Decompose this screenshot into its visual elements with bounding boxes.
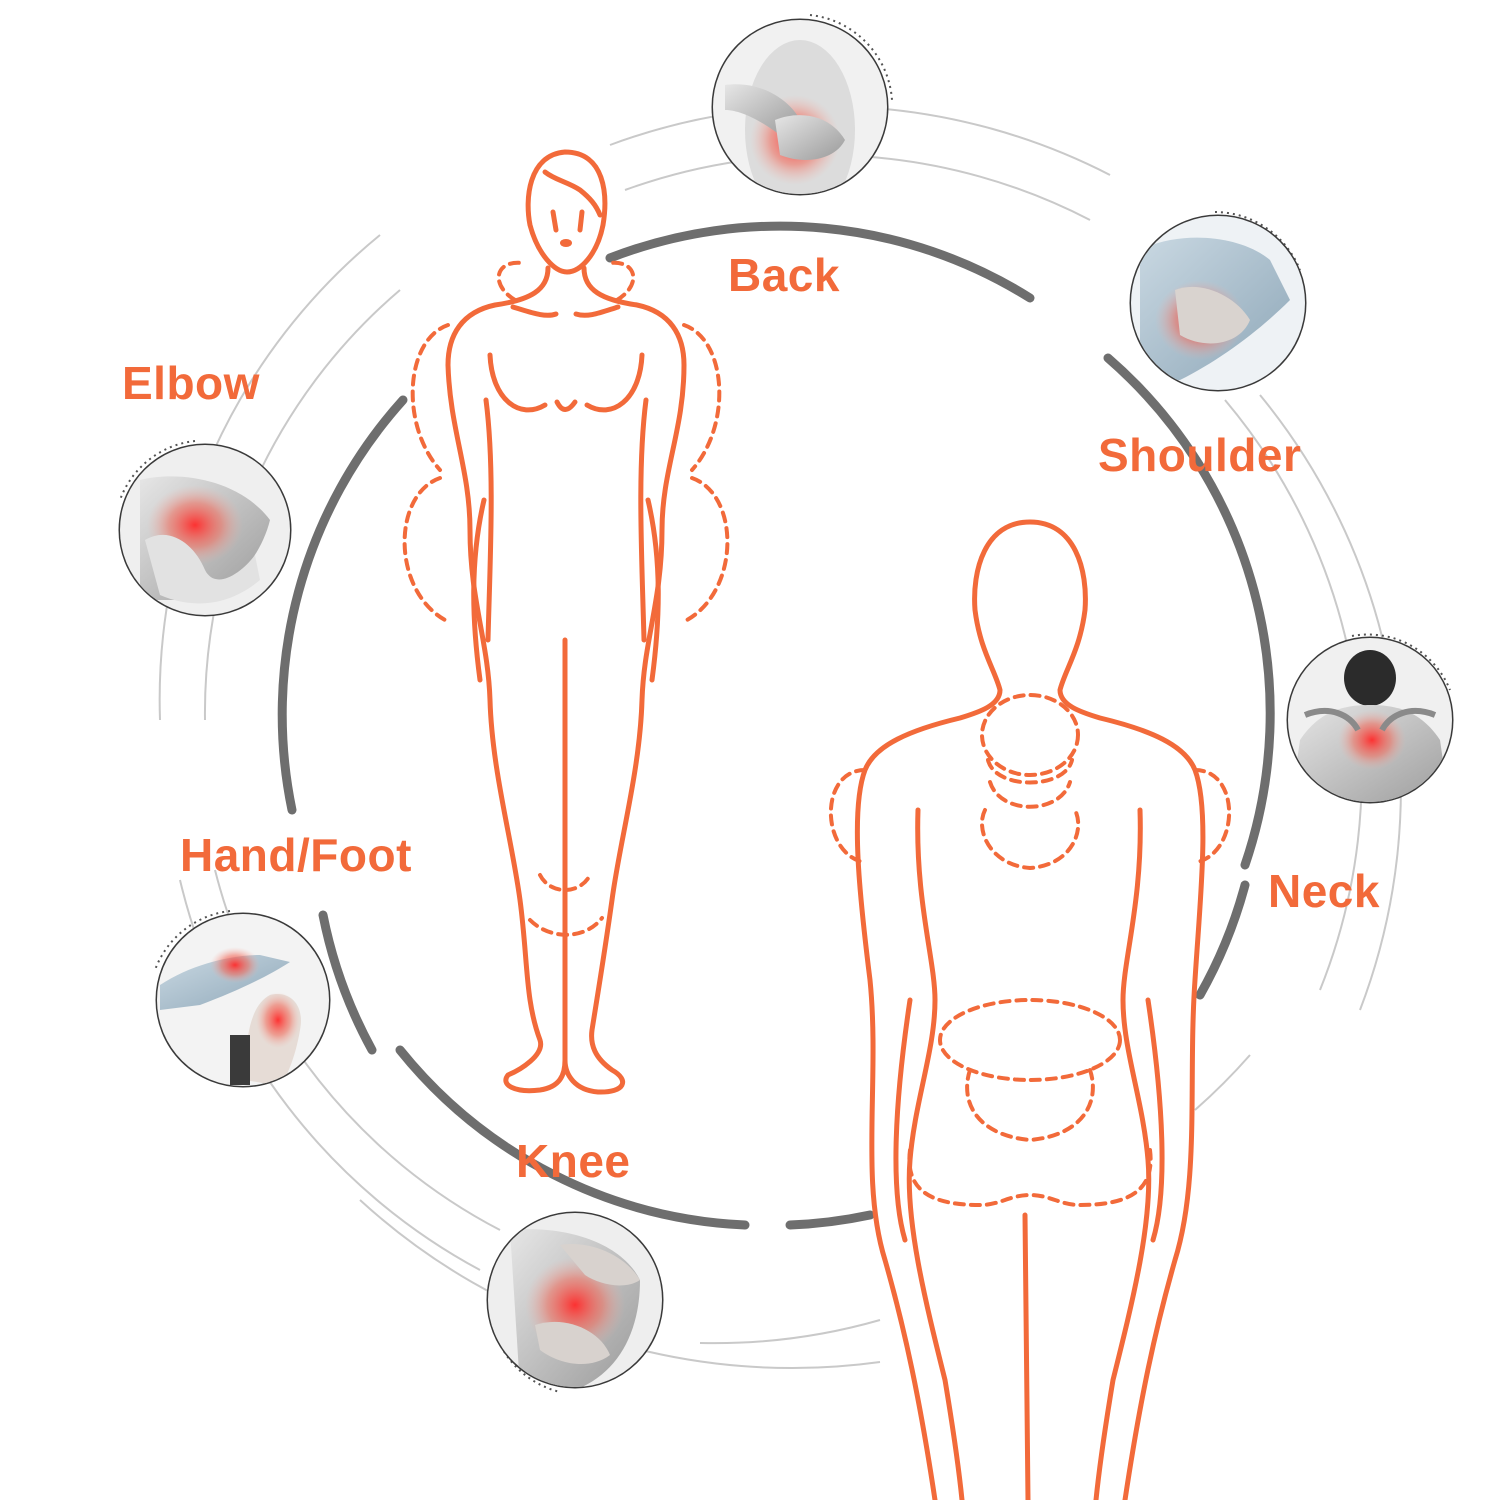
label-elbow: Elbow: [122, 357, 260, 409]
label-shoulder: Shoulder: [1098, 429, 1302, 481]
label-hand-foot: Hand/Foot: [180, 829, 412, 881]
label-neck: Neck: [1268, 865, 1380, 917]
shoulder-pain-photo-icon: [1129, 211, 1307, 392]
label-back: Back: [728, 249, 840, 301]
hand-foot-pain-photo-icon: [154, 910, 331, 1088]
inner-ring: [277, 221, 1275, 1230]
neck-pain-photo-icon: [1286, 633, 1454, 804]
back-pain-photo-icon: [711, 14, 893, 196]
label-knee: Knee: [516, 1135, 631, 1187]
knee-pain-photo-icon: [486, 1211, 664, 1393]
back-body-figure: [828, 519, 1232, 1500]
front-body-figure: [402, 149, 730, 1095]
elbow-pain-photo-icon: [118, 440, 292, 617]
